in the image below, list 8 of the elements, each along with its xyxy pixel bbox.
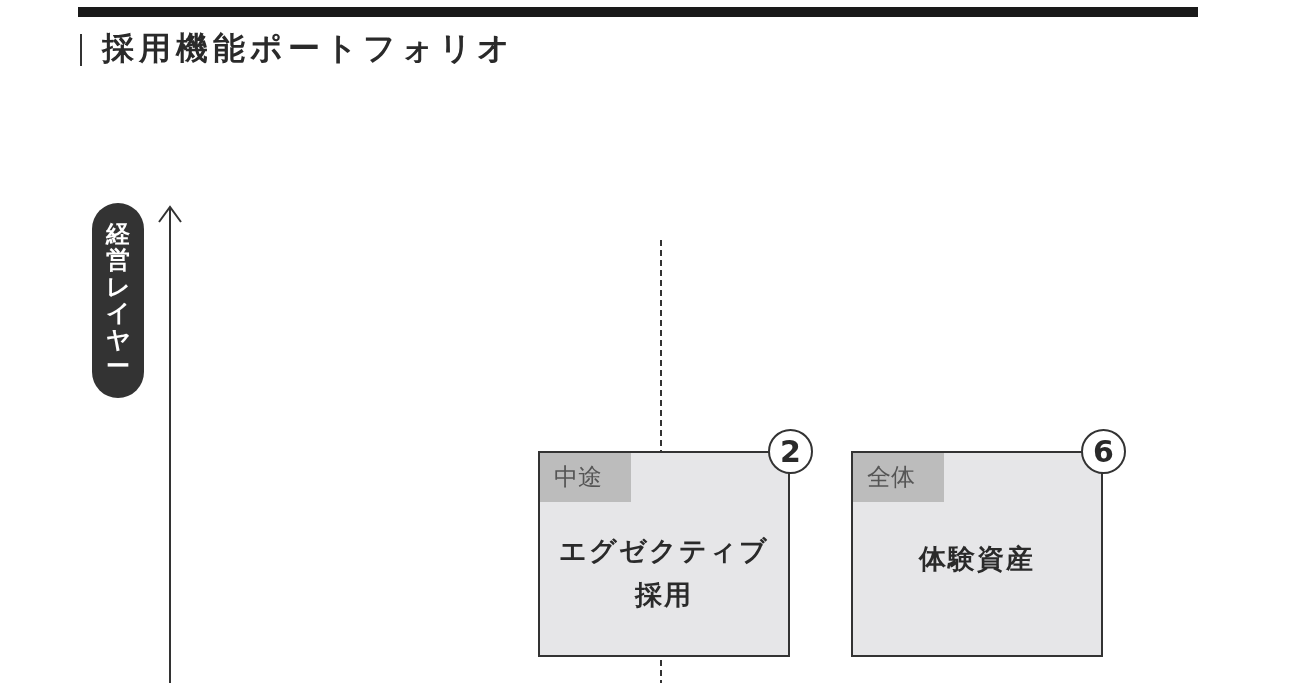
callout-number: 6 (1081, 429, 1126, 474)
function-name: エグゼクティブ採用 (558, 534, 770, 612)
layer-pill: 経営レイヤー (92, 203, 144, 398)
function-name: 体験資産 (919, 542, 1035, 576)
title: 採用機能ポートフォリオ (102, 28, 515, 69)
category-tag: 全体 (853, 453, 944, 502)
callout-number: 2 (768, 429, 813, 474)
category-tag: 中途 (540, 453, 631, 502)
